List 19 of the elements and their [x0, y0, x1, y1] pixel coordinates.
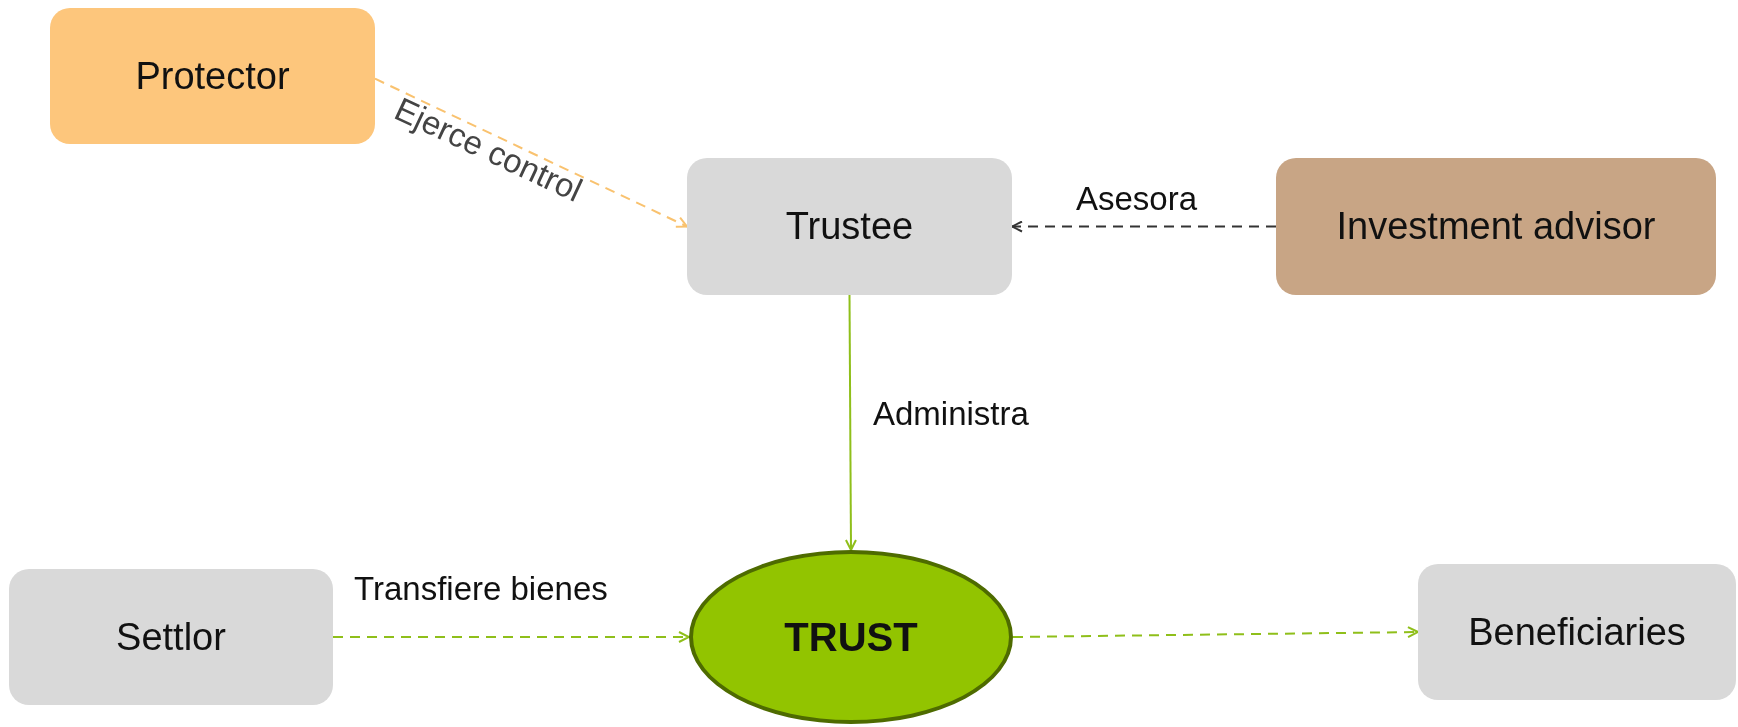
process-box [1276, 158, 1716, 295]
node-label: TRUST [784, 614, 918, 660]
arrow [844, 294, 857, 551]
arrow [1012, 626, 1419, 639]
process-box [9, 569, 333, 705]
process-box [687, 158, 1012, 295]
edge-label: Asesora [1076, 180, 1198, 218]
node-label: Investment advisor [1336, 205, 1656, 248]
node-label: Trustee [785, 205, 914, 248]
process-box [50, 8, 375, 144]
node-label: Settlor [116, 615, 226, 659]
arrow [374, 77, 688, 228]
node-label: Beneficiaries [1468, 610, 1686, 654]
edge-label: Transfiere bienes [354, 570, 608, 608]
process-box [1418, 564, 1736, 700]
edge-label: Administra [873, 395, 1029, 433]
node-label: Protector [135, 54, 290, 98]
arrow [1011, 220, 1277, 233]
arrow [332, 631, 690, 643]
